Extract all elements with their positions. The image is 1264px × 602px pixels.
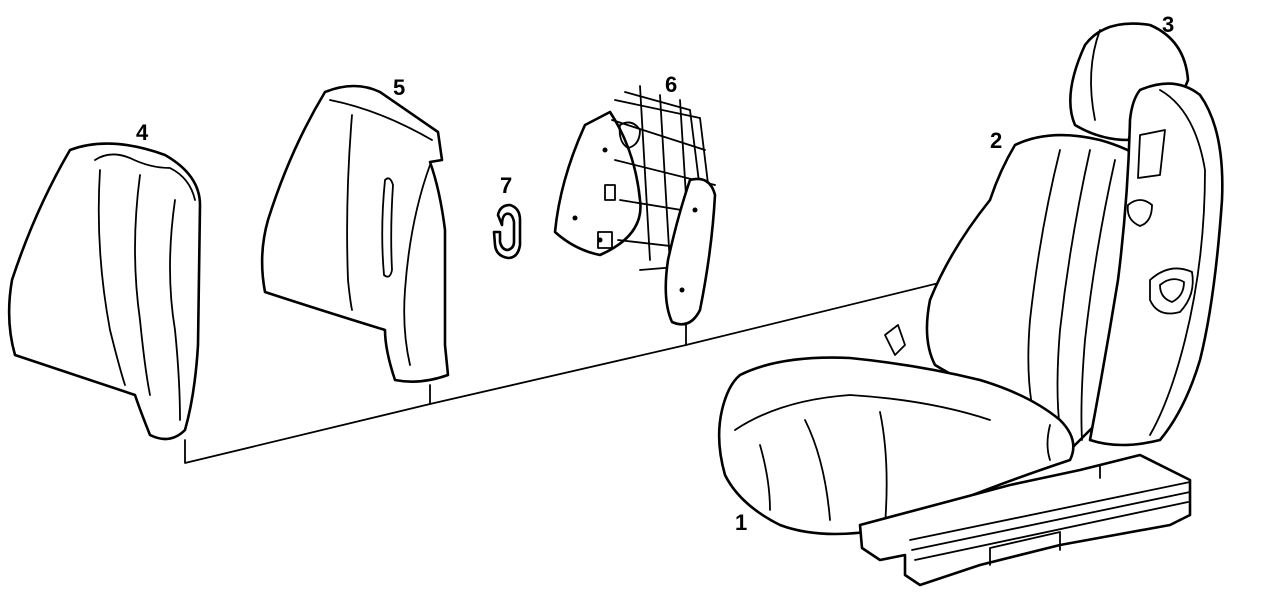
part-5-backrest-pad bbox=[260, 84, 450, 383]
part-6-backrest-frame bbox=[553, 85, 717, 326]
part-2-backrest bbox=[884, 82, 1224, 452]
part-1-seat-cushion bbox=[717, 356, 1192, 587]
callout-7: 7 bbox=[500, 173, 512, 198]
part-7-clip bbox=[492, 203, 522, 260]
callout-5: 5 bbox=[393, 75, 405, 100]
callout-4: 4 bbox=[136, 120, 149, 145]
callout-1: 1 bbox=[735, 510, 747, 535]
callout-6: 6 bbox=[665, 72, 677, 97]
callout-2: 2 bbox=[990, 128, 1002, 153]
part-4-backrest-cover bbox=[7, 142, 202, 441]
callout-3: 3 bbox=[1162, 12, 1174, 37]
